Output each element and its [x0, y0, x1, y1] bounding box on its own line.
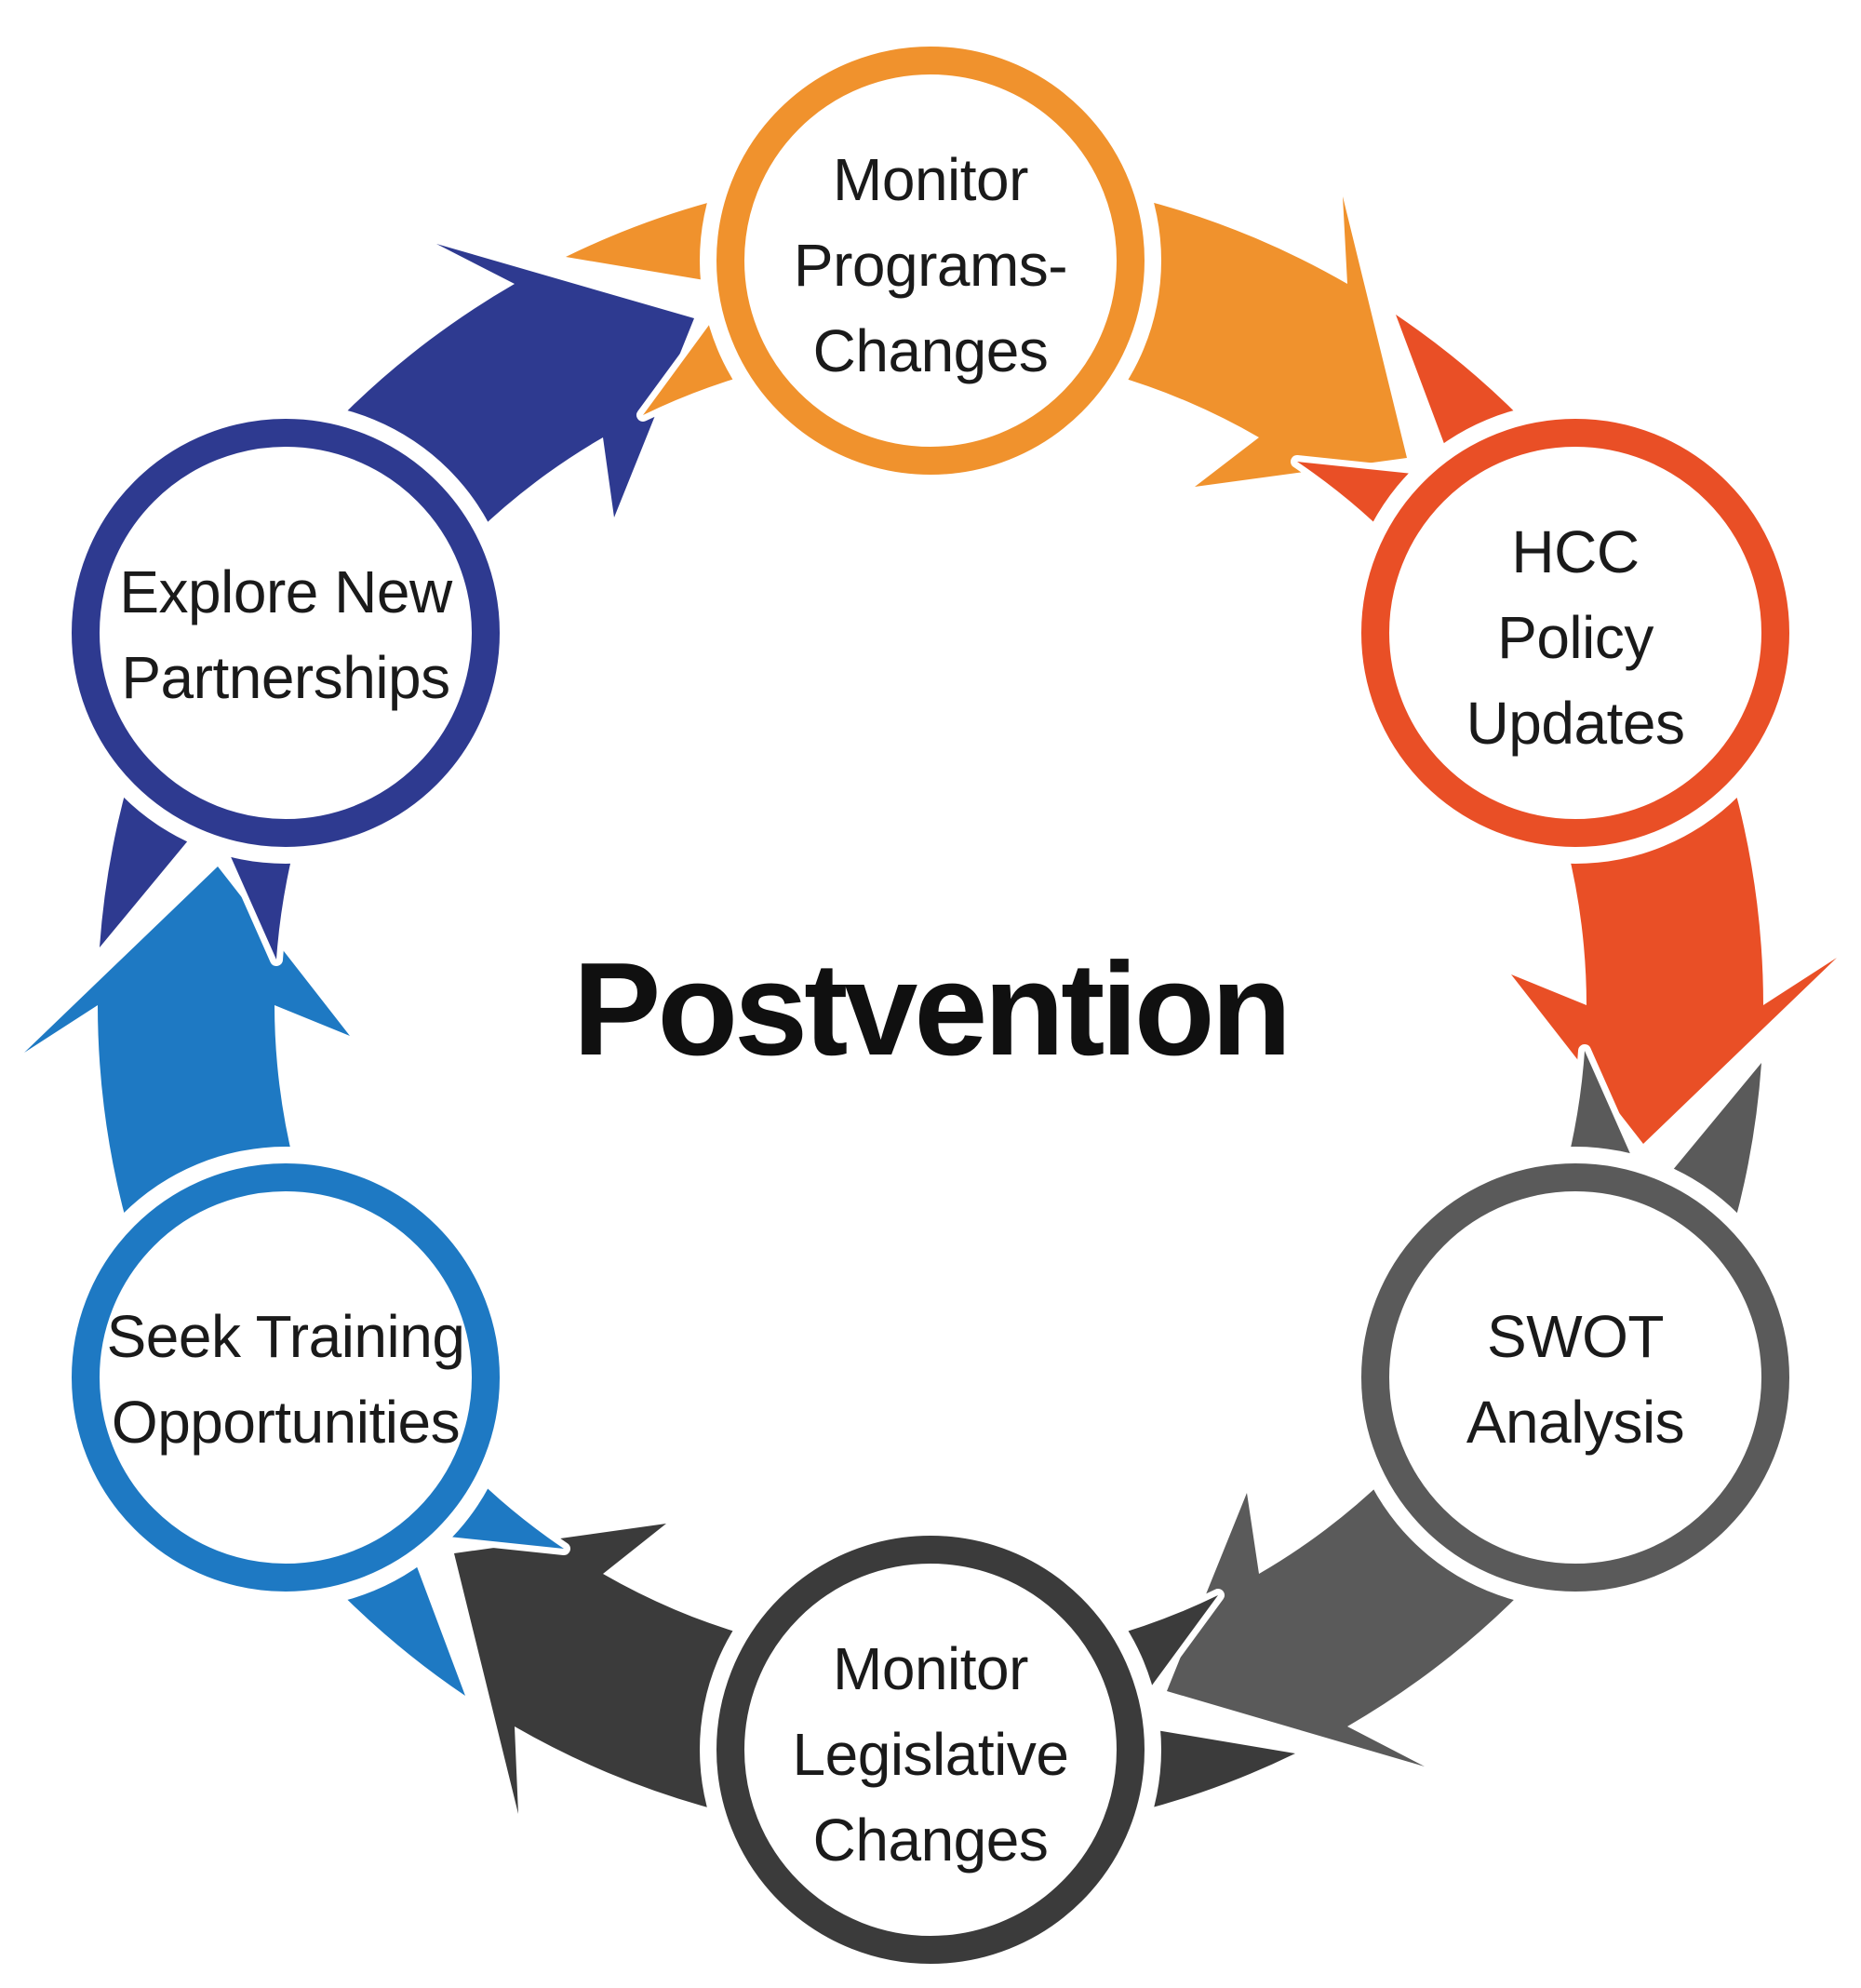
node-label-explore-partnerships: Explore New Partnerships — [81, 549, 490, 720]
node-circle-hcc-policy — [1361, 419, 1789, 847]
node-label-hcc-policy: HCC Policy Updates — [1371, 509, 1780, 766]
node-label-line: Updates — [1466, 690, 1685, 757]
node-label-line: Explore New — [119, 558, 452, 625]
node-circle-explore-partnerships — [72, 419, 500, 847]
node-label-line: HCC — [1511, 518, 1640, 585]
diagram-title: Postvention — [572, 935, 1292, 1083]
node-label-line: Monitor — [833, 146, 1028, 213]
node-label-line: Legislative — [792, 1721, 1069, 1788]
node-circle-monitor-programs — [716, 47, 1145, 475]
node-label-line: Programs- — [793, 232, 1068, 299]
node-label-line: Changes — [812, 1807, 1049, 1874]
node-label-monitor-programs: Monitor Programs- Changes — [726, 137, 1135, 394]
node-label-line: Policy — [1497, 604, 1653, 671]
node-label-line: Opportunities — [111, 1389, 461, 1456]
node-label-line: Analysis — [1466, 1389, 1685, 1456]
node-label-line: Partnerships — [121, 644, 450, 711]
cycle-nodes — [55, 30, 1806, 1981]
node-label-line: Changes — [812, 317, 1049, 384]
node-circle-monitor-legislative — [716, 1536, 1145, 1964]
node-label-swot: SWOT Analysis — [1371, 1294, 1780, 1465]
node-label-line: Seek Training — [106, 1303, 465, 1370]
node-label-line: Monitor — [833, 1635, 1028, 1702]
node-circle-seek-training — [72, 1163, 500, 1592]
node-label-seek-training: Seek Training Opportunities — [81, 1294, 490, 1465]
node-label-monitor-legislative: Monitor Legislative Changes — [726, 1626, 1135, 1883]
node-label-line: SWOT — [1487, 1303, 1664, 1370]
node-circle-swot — [1361, 1163, 1789, 1592]
